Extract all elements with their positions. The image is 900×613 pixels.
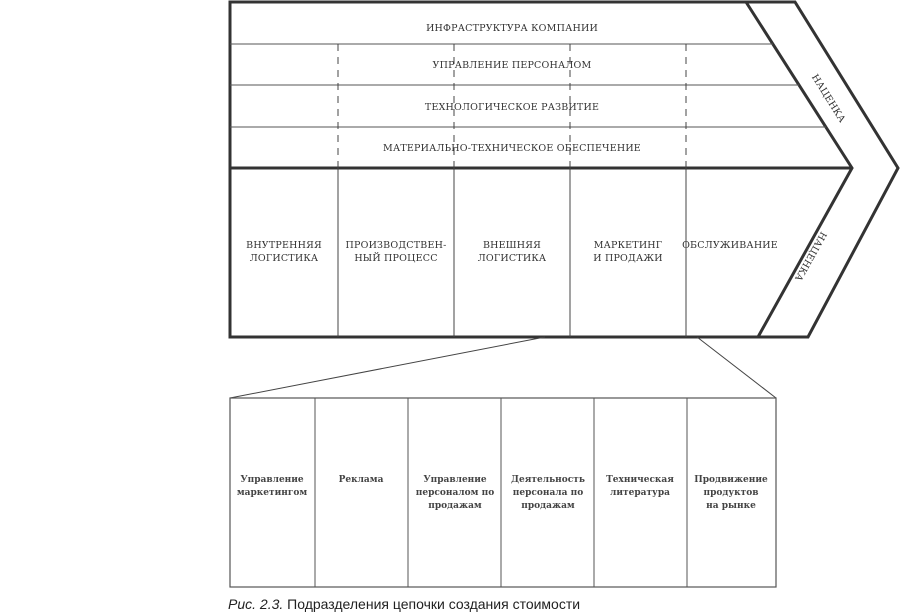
caption-label: Рис. 2.3.: [228, 596, 284, 612]
connector-line: [229, 336, 546, 399]
margin-label-top: НАЦЕНКА: [809, 72, 848, 125]
caption-text: Подразделения цепочки создания стоимости: [287, 596, 581, 612]
support-technology: ТЕХНОЛОГИЧЕСКОЕ РАЗВИТИЕ: [425, 102, 599, 113]
primary-column-dividers: [337, 168, 687, 337]
connector-line: [696, 336, 777, 399]
support-infrastructure: ИНФРАСТРУКТУРА КОМПАНИИ: [426, 23, 598, 34]
figure-caption: Рис. 2.3. Подразделения цепочки создания…: [228, 596, 580, 612]
detail-column-dividers: [314, 398, 688, 587]
primary-operations: ПРОИЗВОДСТВЕН-НЫЙ ПРОЦЕСС: [346, 240, 447, 264]
support-procurement: МАТЕРИАЛЬНО-ТЕХНИЧЕСКОЕ ОБЕСПЕЧЕНИЕ: [383, 143, 641, 154]
detail-advertising: Реклама: [339, 475, 384, 485]
value-chain-outline: [228, 0, 900, 339]
margin-label-bottom: НАЦЕНКА: [792, 230, 829, 284]
support-hr: УПРАВЛЕНИЕ ПЕРСОНАЛОМ: [433, 60, 592, 71]
marketing-detail-box: [229, 397, 777, 588]
primary-service: ОБСЛУЖИВАНИЕ: [682, 240, 778, 251]
